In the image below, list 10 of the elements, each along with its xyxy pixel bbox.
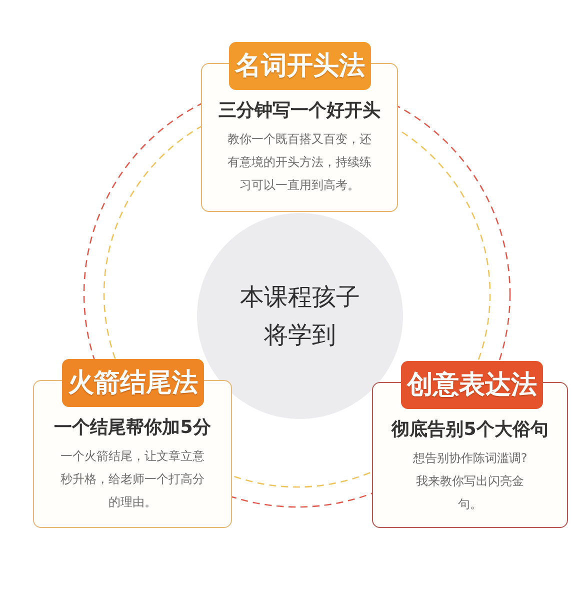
card-subtitle: 一个结尾帮你加5分 [54, 417, 211, 439]
card-description: 一个火箭结尾，让文章立意秒升格，给老师一个打高分的理由。 [60, 448, 206, 511]
method-title-tab: 火箭结尾法 [62, 359, 204, 407]
card-description: 教你一个既百搭又百变，还有意境的开头方法，持续练习可以一直用到高考。 [226, 131, 372, 194]
center-text: 本课程孩子将学到 [239, 282, 361, 351]
method-title-tab: 创意表达法 [401, 361, 543, 409]
card-subtitle: 三分钟写一个好开头 [218, 100, 380, 122]
card-subtitle: 彻底告别5个大俗句 [392, 419, 548, 441]
method-title-tab: 名词开头法 [229, 42, 371, 90]
card-description: 想告别协作陈词滥调?我来教你写出闪亮金句。 [412, 450, 528, 513]
